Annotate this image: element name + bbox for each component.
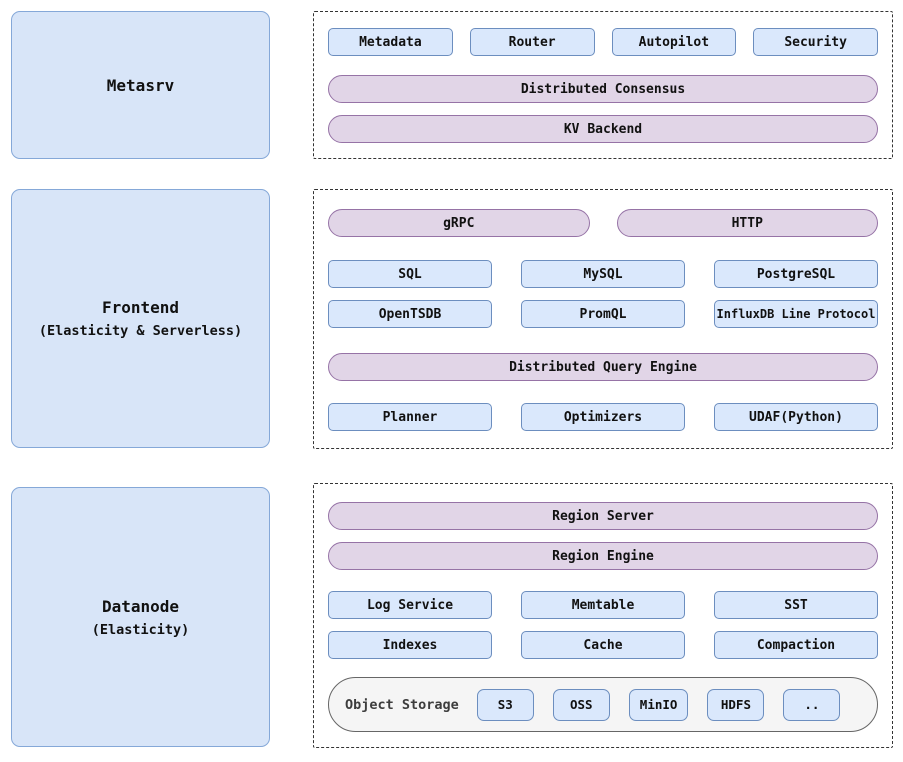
object-storage-container: Object Storage S3 OSS MinIO HDFS ..: [328, 677, 878, 732]
datanode-label: Datanode: [101, 596, 180, 616]
frontend-subtitle: (Elasticity & Serverless): [38, 323, 243, 339]
metasrv-box: Metasrv: [11, 11, 270, 159]
frontend-engine-parts-row: Planner Optimizers UDAF(Python): [328, 403, 878, 431]
frontend-label: Frontend: [101, 298, 180, 317]
pill-region-engine: Region Engine: [328, 542, 878, 570]
datanode-parts-row-1: Log Service Memtable SST: [328, 591, 878, 619]
chip-minio: MinIO: [628, 688, 689, 721]
frontend-box: Frontend (Elasticity & Serverless): [11, 189, 270, 448]
frontend-protocols-row: gRPC HTTP: [328, 209, 878, 237]
chip-mysql: MySQL: [521, 260, 685, 288]
chip-more-backends: ..: [783, 688, 841, 721]
datanode-subtitle: (Elasticity): [91, 621, 190, 638]
pill-distributed-consensus: Distributed Consensus: [328, 75, 878, 103]
datanode-panel: Region Server Region Engine Log Service …: [313, 483, 893, 748]
datanode-box: Datanode (Elasticity): [11, 487, 270, 747]
frontend-interfaces-row-1: SQL MySQL PostgreSQL: [328, 260, 878, 288]
frontend-panel: gRPC HTTP SQL MySQL PostgreSQL OpenTSDB …: [313, 189, 893, 449]
chip-log-service: Log Service: [328, 591, 492, 619]
chip-oss: OSS: [552, 688, 610, 721]
frontend-interfaces-row-2: OpenTSDB PromQL InfluxDB Line Protocol: [328, 300, 878, 328]
chip-udaf-python: UDAF(Python): [714, 403, 878, 431]
chip-compaction: Compaction: [714, 631, 878, 659]
datanode-parts-row-2: Indexes Cache Compaction: [328, 631, 878, 659]
object-storage-backends-row: S3 OSS MinIO HDFS ..: [476, 688, 841, 721]
chip-indexes: Indexes: [328, 631, 492, 659]
pill-distributed-query-engine: Distributed Query Engine: [328, 353, 878, 381]
chip-planner: Planner: [328, 403, 492, 431]
chip-promql: PromQL: [521, 300, 685, 328]
metasrv-panel: Metadata Router Autopilot Security Distr…: [313, 11, 893, 159]
chip-router: Router: [469, 28, 595, 56]
chip-influxdb-line-protocol: InfluxDB Line Protocol: [714, 300, 878, 328]
pill-region-server: Region Server: [328, 502, 878, 530]
object-storage-label: Object Storage: [345, 696, 459, 713]
metasrv-label: Metasrv: [106, 75, 175, 95]
chip-metadata: Metadata: [328, 28, 453, 56]
chip-cache: Cache: [521, 631, 685, 659]
metasrv-components-row: Metadata Router Autopilot Security: [328, 28, 878, 56]
chip-postgresql: PostgreSQL: [714, 260, 878, 288]
chip-security: Security: [753, 28, 878, 56]
chip-hdfs: HDFS: [707, 688, 765, 721]
chip-sql: SQL: [328, 260, 492, 288]
pill-kv-backend: KV Backend: [328, 115, 878, 143]
pill-http: HTTP: [616, 209, 878, 237]
pill-grpc: gRPC: [328, 209, 590, 237]
chip-sst: SST: [714, 591, 878, 619]
chip-optimizers: Optimizers: [521, 403, 685, 431]
chip-s3: S3: [476, 688, 534, 721]
chip-opentsdb: OpenTSDB: [328, 300, 492, 328]
chip-autopilot: Autopilot: [611, 28, 737, 56]
chip-memtable: Memtable: [521, 591, 685, 619]
